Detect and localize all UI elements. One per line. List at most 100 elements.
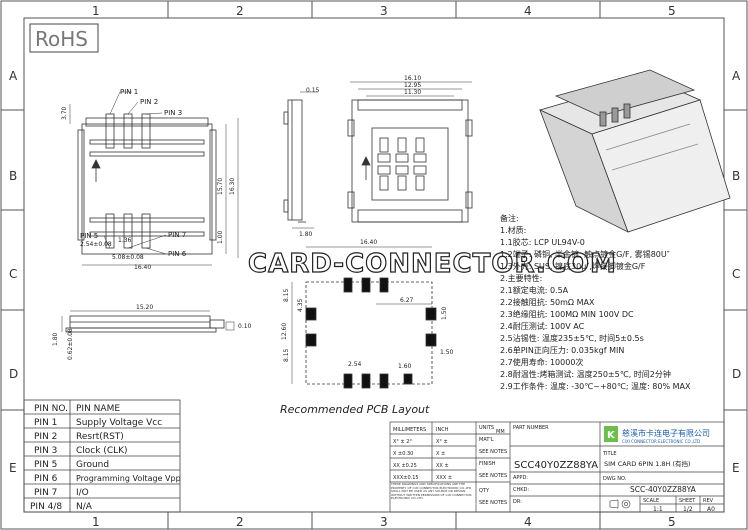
pin-row-5-name: I/O [76,488,89,498]
tb-tol-inch-2: XX ± [436,463,449,469]
tb-matl: MAT'L [479,437,494,443]
tb-appd: APPD: [513,475,528,481]
tb-units: UNITS [479,425,494,431]
pin-row-3-no: PIN 5 [34,460,57,470]
note-0: 备注: [500,213,519,223]
grid-col-3: 3 [380,4,388,18]
pcb-dim-4-35: 4.35 [297,298,304,312]
tb-see-notes-2: SEE NOTES [479,473,507,479]
dim-16-40a: 16.40 [134,264,151,271]
grid-col-5-bottom: 5 [668,515,676,529]
tb-dwg-no: SCC-40Y0ZZ88YA [630,485,697,494]
tb-tol-0: X° ± 2° [393,439,412,445]
pin-row-6-name: N/A [76,502,93,512]
rohs-label: RoHS [35,27,88,51]
tb-sheet-label: SHEET [679,498,696,504]
dim-0-62: 0.62±0.08 [67,328,74,360]
tb-title-label: TITLE [602,451,617,457]
tb-rev-label: REV [703,498,714,504]
pcb-dim-1-50a: 1.50 [441,306,448,320]
tb-sheet: 1/2 [683,506,693,513]
tb-dr: DR: [513,499,522,505]
pin-row-0-no: PIN 1 [34,418,57,428]
pcb-dim-12-60: 12.60 [281,323,288,340]
pcb-dim-1-60: 1.60 [398,363,412,370]
dim-16-30: 16.30 [229,178,236,195]
grid-row-d: D [9,367,18,381]
tb-inch: INCH [436,427,449,433]
pin-row-2-name: Clock (CLK) [76,446,128,456]
pin-row-0-name: Supply Voltage Vcc [76,418,162,428]
dim-16-10: 16.10 [404,75,421,82]
grid-row-d-right: D [732,367,741,381]
grid-row-c-right: C [732,267,740,281]
pcb-dim-1-50b: 1.50 [440,349,454,356]
note-9: 2.4耐压测试: 100V AC [500,321,585,331]
tb-confidential: THESE DRAWINGS AND SPECIFICATIONS ARE TH… [391,483,472,501]
note-3: 1.2端子: 磷铜, 半金镀, 触点镀金G/F, 雾锡80U″ [500,249,670,259]
side-view [283,99,306,223]
grid-col-1: 1 [92,4,100,18]
dim-5-08: 5.08±0.08 [112,254,144,261]
pin-row-4-name: Programming Voltage Vpp [76,474,181,483]
grid-row-e: E [9,461,17,475]
dim-0-10: 0.10 [238,323,252,330]
pcb-dim-8-15b: 8.15 [283,348,290,362]
tb-scale: 1:1 [653,506,663,513]
pcb-layout-label: Recommended PCB Layout [280,403,430,416]
grid-row-a-right: A [732,69,741,83]
pcb-dim-8-15a: 8.15 [283,288,290,302]
company-logo: K [604,426,618,442]
note-4: 1.3外壳: SUS, 镍底30μ″,焊接脚镀金G/F [500,261,646,271]
tb-finish: FINISH [479,461,496,467]
pin-table-header-name: PIN NAME [76,404,120,414]
grid-row-b-right: B [732,169,740,183]
pin-row-4-no: PIN 6 [34,474,58,484]
dim-2-54: 2.54±0.08 [80,241,112,248]
pin-label-5: PIN 5 [80,232,98,240]
tb-scale-label: SCALE [643,498,659,504]
pin-row-1-name: Resrt(RST) [76,432,124,442]
top-view-dims: 3.70 15.70 16.30 1.00 2.54±0.08 1.36 5.0… [61,106,236,271]
note-8: 2.3绝缘阻抗: 100MΩ MIN 100V DC [500,309,634,319]
tb-title: SIM CARD 6PIN 1.8H (有挡) [604,459,691,468]
grid-row-a: A [9,69,18,83]
pcb-dim-6-27: 6.27 [400,297,414,304]
tb-tol-1: X ±0.30 [393,451,413,457]
pin-table-header-no: PIN NO. [34,404,68,414]
pin-table [23,399,181,513]
plan-view [347,99,473,223]
dim-1-00: 1.00 [217,230,224,244]
side-elevation [65,315,225,333]
note-11: 2.6单PIN正向压力: 0.035kgf MIN [500,345,624,355]
grid-col-2-bottom: 2 [236,515,244,529]
rohs-box [29,23,99,53]
tb-see-notes-1: SEE NOTES [479,449,507,455]
dim-12-95: 12.95 [404,82,421,89]
dim-1-80b: 1.80 [52,332,59,346]
grid-row-e-right: E [732,461,740,475]
grid-col-5: 5 [668,4,676,18]
pin-row-5-no: PIN 7 [34,488,57,498]
notes: 备注: 1.材质: 1.1胶芯: LCP UL94V-0 1.2端子: 磷铜, … [500,213,691,391]
dim-1-36: 1.36 [118,237,132,244]
dim-15-20: 15.20 [136,304,153,311]
title-block [389,421,725,513]
tb-company-cn: 慈溪市卡连电子有限公司 [622,428,710,438]
tb-dwg-no-label: DWG NO. [603,476,627,482]
tb-see-notes-3: SEE NOTES [479,500,507,506]
grid-col-2: 2 [236,4,244,18]
grid-row-b: B [9,169,17,183]
tb-millimeters: MILLIMETERS [393,427,426,433]
tb-part-number-label: PART NUMBER [513,425,549,431]
grid-col-4-bottom: 4 [524,515,532,529]
tb-tol-3: XXX±0.15 [393,475,419,481]
top-view [77,113,217,255]
tb-tol-inch-1: X ± [436,451,445,457]
pin-row-1-no: PIN 2 [34,432,57,442]
grid-col-4: 4 [524,4,532,18]
pcb-dim-16-40: 16.40 [360,239,377,246]
note-6: 2.1额定电流: 0.5A [500,285,569,295]
logo-icon: K [607,430,616,441]
